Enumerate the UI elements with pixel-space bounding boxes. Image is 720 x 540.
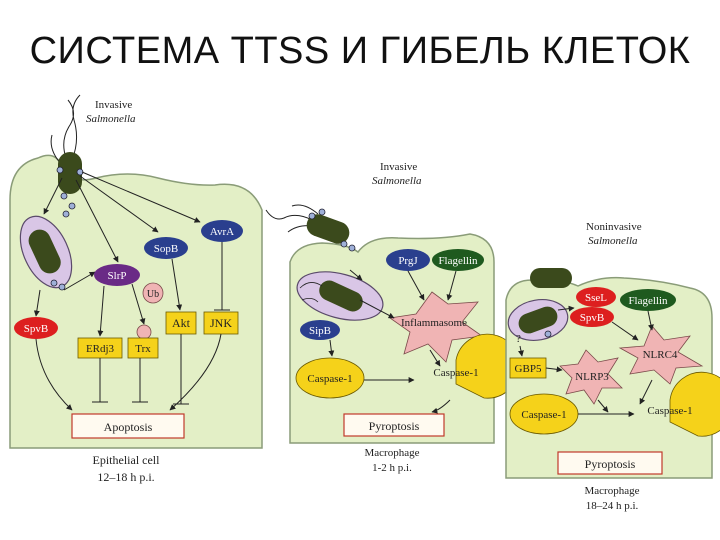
node-trx [127, 337, 159, 359]
label-flagellin-m1: Flagellin [438, 255, 478, 267]
node-nlrc4 [618, 325, 704, 385]
label-ub: Ub [147, 289, 159, 300]
label-caspase-m2-left: Caspase-1 [521, 409, 566, 421]
label-apoptosis: Apoptosis [104, 420, 153, 434]
m2-time-label: 18–24 h p.i. [586, 500, 639, 512]
label-slrp: SlrP [108, 270, 127, 282]
label-trx: Trx [135, 343, 151, 355]
epi-cell-label: Epithelial cell [93, 453, 161, 467]
m2-salmonella-label: Salmonella [588, 235, 638, 247]
invading-bacterium-epithelial [58, 152, 82, 194]
label-flagellin-m2: Flagellin [628, 295, 668, 307]
label-prgj: PrgJ [398, 255, 418, 267]
node-slrp [94, 264, 140, 286]
node-spvb-m2 [570, 307, 614, 327]
m1-time-label: 1-2 h p.i. [372, 462, 412, 474]
label-erdj3: ERdj3 [86, 343, 115, 355]
noninvasive-bacterium [530, 268, 572, 288]
label-pyroptosis-m2: Pyroptosis [585, 457, 636, 471]
node-nlrp3 [559, 349, 623, 405]
label-inflammasome: Inflammasome [401, 317, 467, 329]
m2-noninvasive-label: Noninvasive [586, 221, 642, 233]
label-spvb-epi: SpvB [24, 323, 48, 335]
node-sopb [144, 237, 188, 259]
macrophage-early-panel: Invasive Salmonella PrgJ Flagellin SipB … [265, 161, 520, 474]
label-question: ? [516, 333, 521, 345]
outcome-apoptosis [71, 413, 185, 439]
node-flagellin-m1 [432, 249, 484, 271]
m1-invasive-label: Invasive [380, 161, 417, 173]
node-ssel [576, 287, 616, 307]
m1-cell-label: Macrophage [365, 447, 420, 459]
epi-pathway-lines [35, 242, 230, 411]
label-spvb-m2: SpvB [580, 312, 604, 324]
m1-salmonella-label: Salmonella [372, 175, 422, 187]
outcome-pyroptosis-m2 [557, 451, 663, 475]
vacuole-needle-late [544, 330, 552, 338]
vacuole-bacterium-epithelial [28, 229, 61, 274]
vacuole-bacterium-macrophage-early [319, 280, 363, 312]
label-sopb: SopB [154, 243, 178, 255]
vacuole-flagella-macrophage-early [299, 282, 323, 303]
label-caspase-m1-right: Caspase-1 [433, 367, 478, 379]
vacuole-bacterium-macrophage-late [518, 306, 558, 334]
invading-bacterium-macrophage-early [306, 214, 350, 244]
label-nlrc4: NLRC4 [643, 349, 678, 361]
label-akt: Akt [172, 316, 191, 330]
ttss-needles-epithelial [56, 166, 84, 218]
node-spvb-epi [14, 317, 58, 339]
ttss-needles-macrophage-early [308, 208, 356, 252]
label-caspase-m2-right: Caspase-1 [647, 405, 692, 417]
slide-title: СИСТЕМА TTSS И ГИБЕЛЬ КЛЕТОК [29, 30, 691, 72]
m2-cell-label: Macrophage [585, 485, 640, 497]
trx-ub-marker [136, 324, 152, 340]
epithelial-panel: Invasive Salmonella AvrA SopB SlrP Ub Sp… [9, 94, 263, 484]
label-sipb: SipB [309, 325, 331, 337]
epi-salmonella-label: Salmonella [86, 113, 136, 125]
label-gbp5: GBP5 [515, 363, 542, 375]
label-avra: AvrA [210, 226, 234, 238]
node-avra [201, 220, 243, 242]
node-sipb [300, 320, 340, 340]
label-ssel: SseL [585, 292, 607, 304]
node-flagellin-m2 [620, 289, 676, 311]
epi-effector-arrows [33, 171, 201, 317]
node-caspase-m2-right [669, 371, 720, 437]
m1-pathway-lines [328, 269, 457, 414]
macrophage-late-panel: Noninvasive Salmonella SseL SpvB Flagell… [505, 221, 720, 512]
label-nlrp3: NLRP3 [575, 371, 609, 383]
node-caspase-m1-left [295, 357, 365, 399]
label-caspase-m1-left: Caspase-1 [307, 373, 352, 385]
epithelial-cell-body [9, 154, 263, 449]
epi-invasive-label: Invasive [95, 99, 132, 111]
epi-time-label: 12–18 h p.i. [97, 470, 154, 484]
m2-pathway-lines [517, 305, 654, 417]
outcome-pyroptosis-m1 [343, 413, 445, 437]
label-pyroptosis-m1: Pyroptosis [369, 419, 420, 433]
vacuole-needle-1 [50, 279, 58, 287]
node-ub [142, 282, 164, 304]
label-jnk: JNK [210, 316, 232, 330]
vacuole-needle-2 [58, 283, 66, 291]
node-prgj [386, 249, 430, 271]
